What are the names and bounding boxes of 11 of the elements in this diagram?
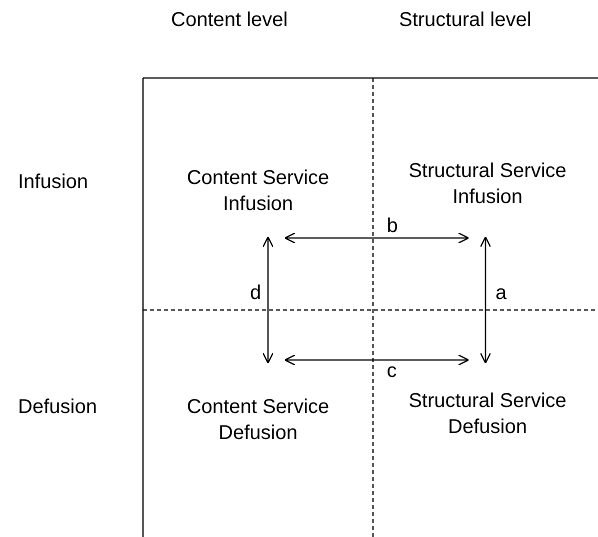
row-heading: Defusion bbox=[18, 395, 97, 419]
quadrant-label: Structural Service Defusion bbox=[408, 389, 568, 440]
row-heading: Infusion bbox=[18, 170, 88, 194]
double-arrow bbox=[262, 236, 274, 364]
double-arrow bbox=[284, 232, 470, 244]
column-heading: Structural level bbox=[399, 8, 532, 32]
double-arrow bbox=[284, 354, 470, 366]
column-heading: Content level bbox=[171, 8, 288, 32]
quadrant-label: Content Service Defusion bbox=[186, 395, 330, 446]
quadrant-label: Content Service Infusion bbox=[186, 166, 330, 217]
double-arrow bbox=[480, 236, 492, 364]
